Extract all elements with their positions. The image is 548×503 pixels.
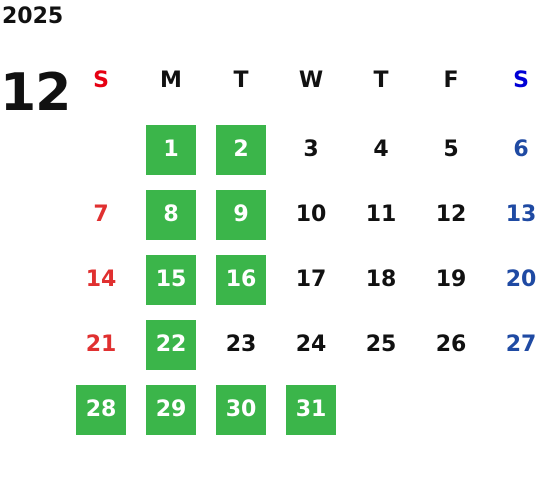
day-31: 31 bbox=[286, 385, 336, 435]
day-2: 2 bbox=[216, 125, 266, 175]
day-21: 21 bbox=[85, 332, 117, 357]
day-27: 27 bbox=[505, 332, 537, 357]
day-8: 8 bbox=[146, 190, 196, 240]
weekday-friday: F bbox=[443, 68, 459, 93]
day-3: 3 bbox=[303, 137, 319, 162]
day-12: 12 bbox=[435, 202, 467, 227]
day-29: 29 bbox=[146, 385, 196, 435]
day-9: 9 bbox=[216, 190, 266, 240]
day-15: 15 bbox=[146, 255, 196, 305]
weekday-saturday: S bbox=[513, 68, 529, 93]
day-25: 25 bbox=[365, 332, 397, 357]
day-11: 11 bbox=[365, 202, 397, 227]
day-14: 14 bbox=[85, 267, 117, 292]
year-label: 2025 bbox=[2, 4, 64, 29]
day-26: 26 bbox=[435, 332, 467, 357]
weekday-wednesday: W bbox=[298, 68, 324, 93]
day-1: 1 bbox=[146, 125, 196, 175]
day-19: 19 bbox=[435, 267, 467, 292]
day-4: 4 bbox=[373, 137, 389, 162]
day-10: 10 bbox=[295, 202, 327, 227]
day-30: 30 bbox=[216, 385, 266, 435]
day-16: 16 bbox=[216, 255, 266, 305]
weekday-monday: M bbox=[160, 68, 182, 93]
day-22: 22 bbox=[146, 320, 196, 370]
month-number: 12 bbox=[0, 63, 71, 123]
day-23: 23 bbox=[225, 332, 257, 357]
weekday-tuesday: T bbox=[233, 68, 249, 93]
day-17: 17 bbox=[295, 267, 327, 292]
day-6: 6 bbox=[513, 137, 529, 162]
weekday-thursday: T bbox=[373, 68, 389, 93]
day-13: 13 bbox=[505, 202, 537, 227]
day-28: 28 bbox=[76, 385, 126, 435]
day-20: 20 bbox=[505, 267, 537, 292]
weekday-sunday: S bbox=[93, 68, 109, 93]
day-18: 18 bbox=[365, 267, 397, 292]
day-5: 5 bbox=[443, 137, 459, 162]
day-24: 24 bbox=[295, 332, 327, 357]
day-7: 7 bbox=[93, 202, 109, 227]
